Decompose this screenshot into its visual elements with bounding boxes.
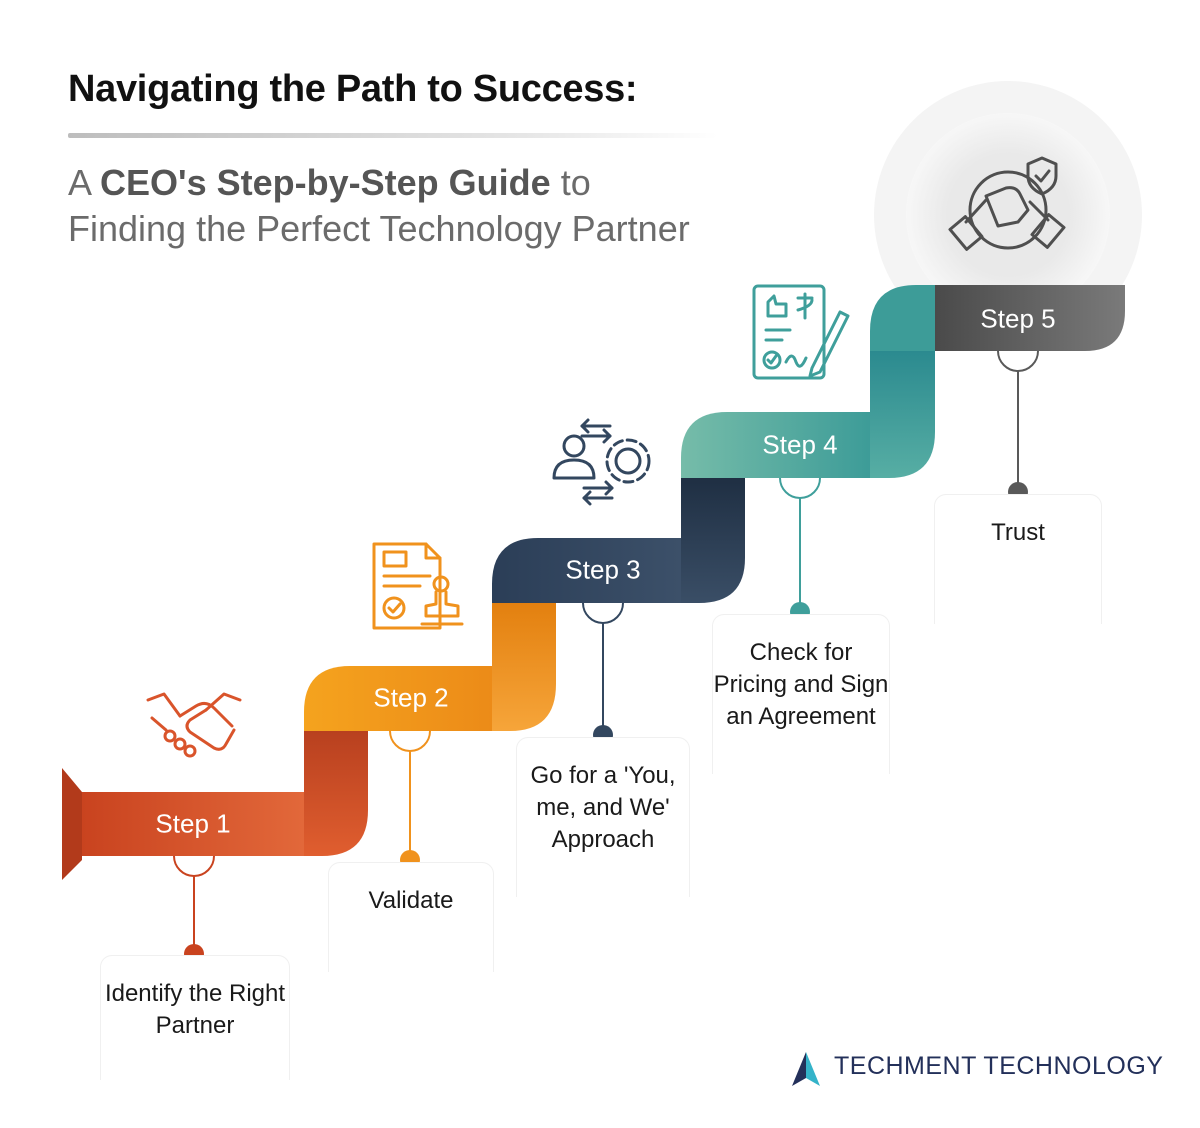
brand-name: TECHMENT TECHNOLOGY: [834, 1052, 1164, 1080]
people-gear-icon: [552, 418, 651, 506]
connector-step-2: [389, 730, 431, 870]
step-3-description: Go for a 'You, me, and We' Approach: [516, 737, 690, 897]
step-4-ribbon: [681, 351, 935, 478]
step-5-description: Trust: [934, 494, 1102, 624]
brand: TECHMENT TECHNOLOGY: [790, 1052, 1163, 1081]
halo-inner: [906, 113, 1110, 317]
step-1-description: Identify the Right Partner: [100, 955, 290, 1080]
step-2-ribbon: [304, 603, 556, 731]
step-2-label: Step 2: [373, 682, 449, 713]
step-3-ribbon: [492, 478, 745, 603]
connector-step-3: [582, 602, 624, 745]
step-5-label: Step 5: [980, 303, 1056, 334]
step-5-ribbon: [870, 285, 1125, 351]
title-divider: [68, 133, 718, 138]
subtitle-bold: CEO's Step-by-Step Guide: [100, 162, 551, 203]
step-4-description: Check for Pricing and Sign an Agreement: [712, 614, 890, 774]
page-subtitle: A CEO's Step-by-Step Guide to Finding th…: [68, 160, 708, 252]
contract-stamp-icon: [372, 542, 464, 630]
step-3-label: Step 3: [565, 554, 641, 585]
connector-step-4: [779, 477, 821, 622]
page-title: Navigating the Path to Success:: [68, 68, 638, 110]
connector-step-5: [997, 350, 1039, 502]
signed-agreement-icon: [752, 284, 850, 380]
trust-handshake-shield-icon: [948, 156, 1066, 251]
step-1-label: Step 1: [155, 808, 231, 839]
connector-step-1: [173, 855, 215, 964]
step-4-label: Step 4: [762, 429, 838, 460]
subtitle-suffix: to Finding the Perfect Technology Partne…: [68, 162, 690, 249]
brand-logo-icon: [792, 1052, 820, 1086]
handshake-icon: [146, 692, 242, 758]
step-2-description: Validate: [328, 862, 494, 972]
subtitle-prefix: A: [68, 162, 91, 203]
step-1-ribbon: [62, 731, 368, 880]
